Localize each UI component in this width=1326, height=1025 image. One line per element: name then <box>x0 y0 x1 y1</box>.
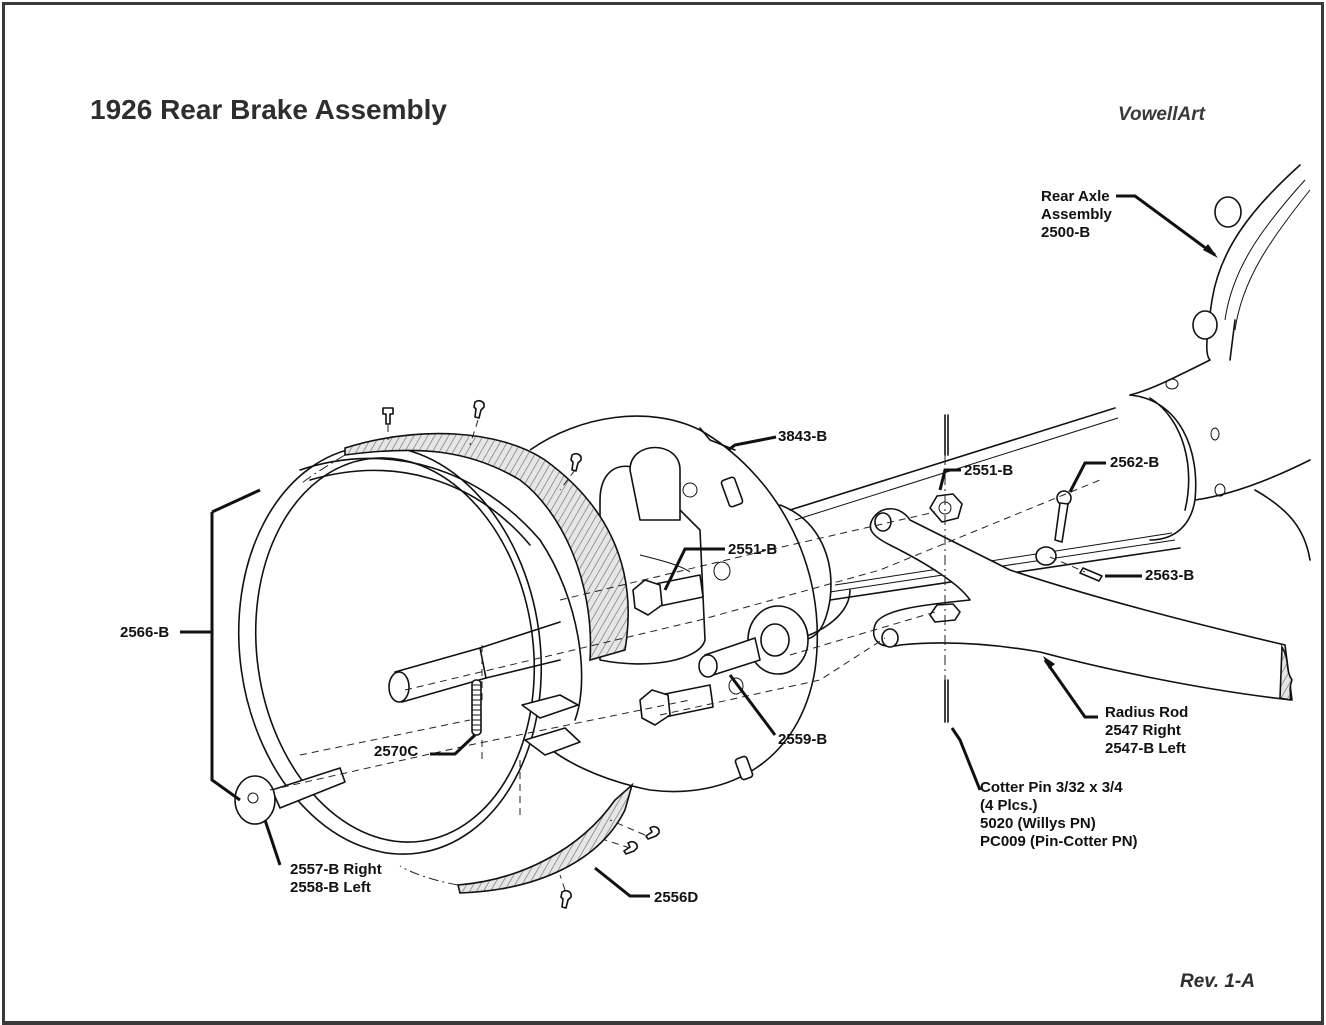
callout-bushing: 2559-B <box>778 731 828 748</box>
callout-bolt: 2551-B <box>728 541 778 558</box>
rivets <box>382 400 660 909</box>
leader-lines <box>180 194 1218 898</box>
shoe-ends <box>521 694 581 756</box>
brand-signature: VowellArt <box>1118 104 1205 125</box>
callout-radius-rod: Radius Rod 2547 Right 2547-B Left <box>1105 704 1188 758</box>
brake-lever <box>1035 490 1103 582</box>
callout-spring: 2570C <box>374 743 419 760</box>
callout-line: 2557-B Right <box>290 861 382 878</box>
callout-brake-band: 2566-B <box>120 624 170 641</box>
anchor-pin <box>234 767 346 825</box>
callout-line: Cotter Pin 3/32 x 3/4 <box>980 779 1123 796</box>
callout-lining: 2556D <box>654 889 699 906</box>
callout-castle-nut: 2551-B <box>964 462 1014 479</box>
callout-line: 5020 (Willys PN) <box>980 815 1096 832</box>
rear-axle-housing <box>1129 164 1311 561</box>
callout-line: 2547 Right <box>1105 722 1181 739</box>
upper-brake-lining <box>344 432 629 662</box>
center-lines <box>269 419 1101 891</box>
callout-rear-axle: Rear Axle Assembly 2500-B <box>1041 188 1112 242</box>
lower-castle-nut <box>929 603 961 623</box>
callout-line: 2558-B Left <box>290 879 371 896</box>
callout-line: Rear Axle <box>1041 188 1110 205</box>
callout-line: Assembly <box>1041 206 1112 223</box>
housing-bolt-icon <box>1214 196 1242 228</box>
callout-line: Radius Rod <box>1105 704 1189 721</box>
drawing-title: 1926 Rear Brake Assembly <box>90 94 447 125</box>
lower-brake-lining <box>456 782 634 894</box>
callout-line: PC009 (Pin-Cotter PN) <box>980 833 1138 850</box>
adjusting-stud <box>388 621 561 703</box>
callout-anchor-pin: 2557-B Right 2558-B Left <box>290 861 382 897</box>
revision-label: Rev. 1-A <box>1180 971 1255 992</box>
callout-lever: 2562-B <box>1110 454 1160 471</box>
callout-line: (4 Plcs.) <box>980 797 1038 814</box>
bolts <box>632 574 761 726</box>
cotter-pins <box>944 414 949 723</box>
callout-part-number: 2500-B <box>1041 224 1091 241</box>
housing-bolt-icon <box>1192 310 1218 340</box>
callout-pin: 2563-B <box>1145 567 1195 584</box>
castle-nut <box>929 493 963 523</box>
brake-spring <box>471 679 482 736</box>
radius-rod <box>869 507 1293 701</box>
callout-backing-plate: 3843-B <box>778 428 828 445</box>
callout-cotter-pin: Cotter Pin 3/32 x 3/4 (4 Plcs.) 5020 (Wi… <box>980 779 1138 851</box>
callout-line: 2547-B Left <box>1105 740 1186 757</box>
